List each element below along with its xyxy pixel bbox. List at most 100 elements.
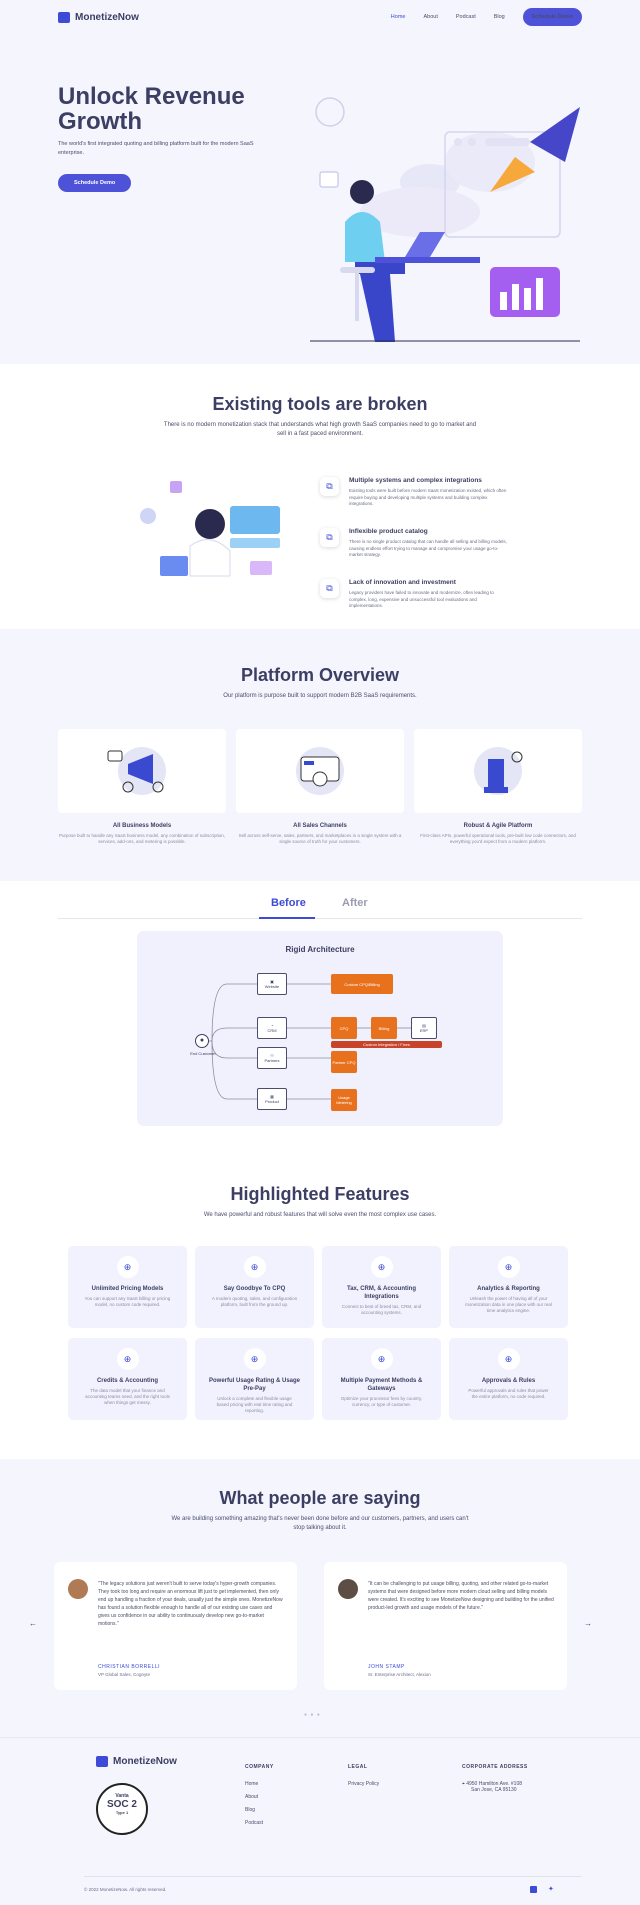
logo-mark-icon	[58, 11, 70, 23]
testimonial-card: "It can be challenging to put usage bill…	[324, 1562, 567, 1690]
globe-icon: ⊕	[243, 1256, 266, 1278]
feature-text: A modern quoting, sales, and configurati…	[211, 1296, 298, 1307]
footer-divider	[84, 1876, 582, 1877]
testimonials-subtitle: We are building something amazing that's…	[171, 1516, 469, 1531]
node-cpq: CPQ	[331, 1017, 357, 1039]
footer-company-column: COMPANY Home About Blog Podcast	[245, 1764, 274, 1833]
feature-text: Unleash the power of having all of your …	[465, 1296, 552, 1313]
footer-link-privacy-policy[interactable]: Privacy Policy	[348, 1781, 380, 1787]
megaphone-icon	[107, 747, 166, 795]
linkedin-icon[interactable]	[530, 1886, 537, 1893]
nav-link-podcast[interactable]: Podcast	[455, 14, 476, 20]
brand-name: MonetizeNow	[75, 11, 139, 23]
feature-title: Powerful Usage Rating & Usage Pre-Pay	[208, 1378, 301, 1392]
node-custom-cpq-billing: Custom CPQ/Billing	[331, 974, 393, 994]
globe-icon: ⊕	[497, 1256, 520, 1278]
footer-brand-logo[interactable]: MonetizeNow	[96, 1756, 177, 1767]
address-line: San Jose, CA 95130	[471, 1787, 517, 1793]
before-after-section: Before After Rigid Architecture ● End Cu…	[0, 881, 640, 1154]
node-partners: ⚇Partners	[257, 1047, 287, 1069]
globe-icon: ⊕	[243, 1348, 266, 1370]
testimonial-role: Sr. Enterprise Architect, Alexion	[368, 1672, 431, 1677]
platform-overview-section: Platform Overview Our platform is purpos…	[0, 629, 640, 881]
feature-title: Credits & Accounting	[96, 1378, 159, 1384]
globe-icon: ⊕	[370, 1348, 393, 1370]
site-footer: MonetizeNow Vanta SOC 2 Type 1 COMPANY H…	[0, 1737, 640, 1905]
nav-link-blog[interactable]: Blog	[493, 14, 505, 20]
hero-schedule-demo-button[interactable]: Schedule Demo	[58, 174, 132, 192]
feature-text: The data model that your finance and acc…	[85, 1388, 170, 1405]
badge-text: SOC 2	[106, 1799, 137, 1810]
node-usage-metering: Usage Metering	[331, 1089, 357, 1111]
overview-card-business-models	[58, 729, 226, 813]
overview-card-title: All Sales Channels	[293, 823, 347, 829]
features-title: Highlighted Features	[230, 1184, 410, 1204]
badge-sub-text: Type 1	[115, 1810, 129, 1815]
node-product: ▦Product	[257, 1088, 287, 1110]
highlighted-features-section: Highlighted Features We have powerful an…	[0, 1154, 640, 1459]
tool-text: Legacy providers have failed to innovate…	[349, 590, 494, 608]
overview-title: Platform Overview	[240, 665, 400, 685]
overview-card-robust-platform	[414, 729, 582, 813]
feature-title: Unlimited Pricing Models	[91, 1286, 164, 1292]
footer-column-title: CORPORATE ADDRESS	[462, 1764, 528, 1770]
tools-illustration	[140, 481, 280, 577]
testimonial-quote: "It can be challenging to put usage bill…	[368, 1581, 554, 1611]
testimonial-name: JOHN STAMP	[368, 1664, 405, 1670]
partners-icon: ⚇	[270, 1053, 274, 1058]
feature-text: Connect to best of breed tax, CRM, and a…	[341, 1304, 422, 1315]
feature-text: Powerful approvals and rules that power …	[468, 1388, 549, 1399]
footer-link-blog[interactable]: Blog	[245, 1807, 256, 1813]
globe-icon: ⊕	[370, 1256, 393, 1278]
custom-integration-bar: Custom Integration / Fixes	[331, 1041, 442, 1048]
testimonials-title: What people are saying	[219, 1488, 421, 1508]
tool-title: Inflexible product catalog	[349, 528, 428, 535]
node-partner-cpq: Partner CPQ	[331, 1051, 357, 1073]
carousel-next-arrow-icon[interactable]: →	[584, 1619, 592, 1628]
nav-link-about[interactable]: About	[423, 14, 438, 20]
copyright: © 2022 MonetizeNow. All rights reserved.	[84, 1887, 167, 1892]
architecture-diagram: Rigid Architecture ● End Customer ▣Websi…	[137, 931, 503, 1126]
end-customer-label: End Customer	[190, 1051, 216, 1056]
integration-icon: ⧉	[320, 477, 339, 496]
node-website: ▣Website	[257, 973, 287, 995]
sales-channels-icon	[296, 747, 344, 795]
tool-title: Multiple systems and complex integration…	[349, 477, 482, 484]
nav-link-home[interactable]: Home	[390, 14, 406, 20]
soc2-badge: Vanta SOC 2 Type 1	[96, 1783, 148, 1835]
globe-icon: ⊕	[116, 1256, 139, 1278]
nav-schedule-demo-button[interactable]: Schedule Demo	[522, 8, 582, 26]
tools-subtitle: There is no modern monetization stack th…	[163, 422, 477, 437]
footer-link-podcast[interactable]: Podcast	[245, 1820, 264, 1826]
footer-link-home[interactable]: Home	[245, 1781, 259, 1787]
carousel-prev-arrow-icon[interactable]: ←	[29, 1619, 37, 1628]
carousel-dots[interactable]: ● ● ●	[304, 1712, 321, 1718]
testimonial-name: CHRISTIAN BORRELLI	[98, 1664, 161, 1670]
feature-text: Unlock a complete and flexible usage bas…	[216, 1396, 293, 1413]
twitter-icon[interactable]: ✦	[548, 1886, 554, 1893]
nav-links: Home About Podcast Blog Schedule Demo	[391, 8, 582, 26]
overview-card-title: All Business Models	[112, 823, 172, 829]
website-icon: ▣	[270, 979, 274, 984]
brand-name: MonetizeNow	[113, 1756, 177, 1767]
globe-icon: ⊕	[116, 1348, 139, 1370]
top-nav: MonetizeNow Home About Podcast Blog Sche…	[0, 0, 640, 34]
tool-title: Lack of innovation and investment	[349, 579, 456, 586]
tab-before[interactable]: Before	[271, 897, 306, 909]
footer-link-about[interactable]: About	[245, 1794, 259, 1800]
overview-subtitle: Our platform is purpose built to support…	[223, 693, 417, 699]
avatar	[338, 1579, 358, 1599]
brand-logo[interactable]: MonetizeNow	[58, 11, 139, 23]
existing-tools-section: Existing tools are broken There is no mo…	[0, 364, 640, 629]
crm-icon: ◔	[270, 1023, 274, 1028]
feature-title: Multiple Payment Methods & Gateways	[340, 1378, 423, 1392]
feature-title: Analytics & Reporting	[477, 1286, 540, 1292]
tab-after[interactable]: After	[342, 897, 368, 909]
